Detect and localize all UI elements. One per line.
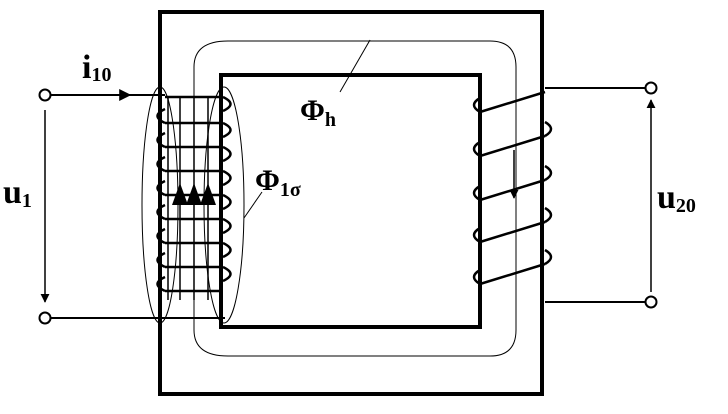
- secondary-terminal-bottom[interactable]: [644, 295, 658, 309]
- main-flux-pointer: [339, 39, 371, 93]
- secondary-leads: [545, 87, 645, 303]
- primary-terminal-top[interactable]: [38, 88, 52, 102]
- leakage-flux-arrows: [172, 183, 216, 205]
- secondary-terminal-top[interactable]: [644, 81, 658, 95]
- primary-voltage-label: u1: [3, 174, 32, 212]
- secondary-winding: [472, 90, 553, 286]
- main-flux-label: Φh: [300, 94, 336, 131]
- primary-terminal-bottom[interactable]: [38, 311, 52, 325]
- current-label: i10: [82, 49, 111, 86]
- leakage-flux-pointer: [243, 191, 263, 219]
- transformer-core: [158, 10, 544, 396]
- primary-leads: [50, 94, 225, 319]
- leakage-flux-label: Φ1σ: [255, 164, 301, 201]
- main-flux-path: [193, 40, 517, 357]
- secondary-voltage-label: u20: [657, 179, 696, 217]
